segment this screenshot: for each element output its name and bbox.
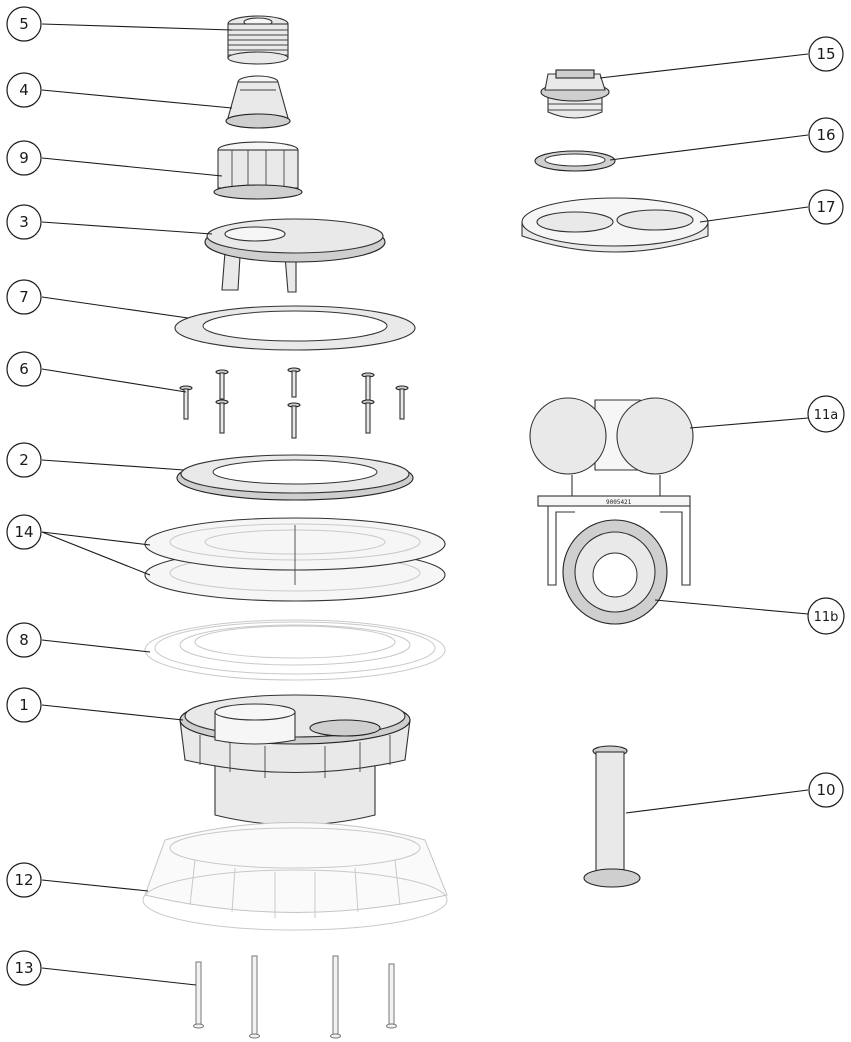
callout-1: 1 (7, 688, 41, 722)
svg-text:14: 14 (14, 523, 33, 541)
callout-9: 9 (7, 141, 41, 175)
callout-14: 14 (7, 515, 41, 549)
callout-11b: 11b (808, 598, 844, 634)
callout-6: 6 (7, 352, 41, 386)
callout-11a: 11a (808, 396, 844, 432)
part-14-gasket-plates (145, 518, 445, 601)
callout-13: 13 (7, 951, 41, 985)
part-7-gasket-ring (175, 306, 415, 350)
part-9-cage-insert (214, 142, 302, 199)
svg-text:10: 10 (816, 781, 835, 799)
part-16-o-ring (535, 151, 615, 171)
svg-text:6: 6 (19, 360, 29, 378)
part-17-cover-disc (522, 198, 708, 252)
svg-text:2: 2 (19, 451, 29, 469)
callout-3: 3 (7, 205, 41, 239)
svg-text:7: 7 (19, 288, 29, 306)
part-1-main-body (180, 695, 410, 825)
svg-text:4: 4 (19, 81, 29, 99)
svg-text:8: 8 (19, 631, 29, 649)
callout-16: 16 (809, 118, 843, 152)
svg-text:1: 1 (19, 696, 29, 714)
part-15-plug-cap (541, 70, 609, 118)
part-4-cone-nozzle (226, 76, 290, 128)
svg-text:3: 3 (19, 213, 29, 231)
svg-text:15: 15 (816, 45, 835, 63)
callout-12: 12 (7, 863, 41, 897)
svg-text:16: 16 (816, 126, 835, 144)
part-5-threaded-fitting (228, 16, 288, 64)
part-11a-round-plates (530, 398, 693, 474)
part-2-flange-ring (177, 455, 413, 500)
callout-5: 5 (7, 7, 41, 41)
part-3-top-cover (205, 219, 385, 292)
svg-text:13: 13 (14, 959, 33, 977)
part-12-light-base (143, 823, 447, 931)
svg-text:11a: 11a (814, 408, 839, 423)
callout-10: 10 (809, 773, 843, 807)
svg-text:17: 17 (816, 198, 835, 216)
svg-text:11b: 11b (814, 610, 839, 625)
callout-17: 17 (809, 190, 843, 224)
part-8-light-gasket (145, 620, 445, 680)
callout-8: 8 (7, 623, 41, 657)
svg-text:12: 12 (14, 871, 33, 889)
part-marking-text: 9005421 (606, 499, 632, 506)
svg-text:9: 9 (19, 149, 29, 167)
part-10-tube (584, 746, 640, 887)
part-13-long-screws (194, 956, 397, 1038)
part-6-screws (180, 368, 408, 438)
callout-15: 15 (809, 37, 843, 71)
callout-7: 7 (7, 280, 41, 314)
callout-2: 2 (7, 443, 41, 477)
svg-text:5: 5 (19, 15, 29, 33)
callout-4: 4 (7, 73, 41, 107)
